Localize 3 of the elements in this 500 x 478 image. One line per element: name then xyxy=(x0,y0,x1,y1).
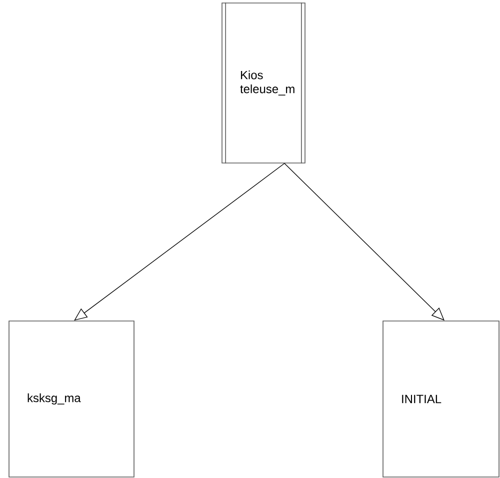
box: ksksg_ma xyxy=(8,320,134,478)
box: INITIAL xyxy=(382,320,500,478)
process-box: Kios teleuse_m xyxy=(222,2,306,164)
